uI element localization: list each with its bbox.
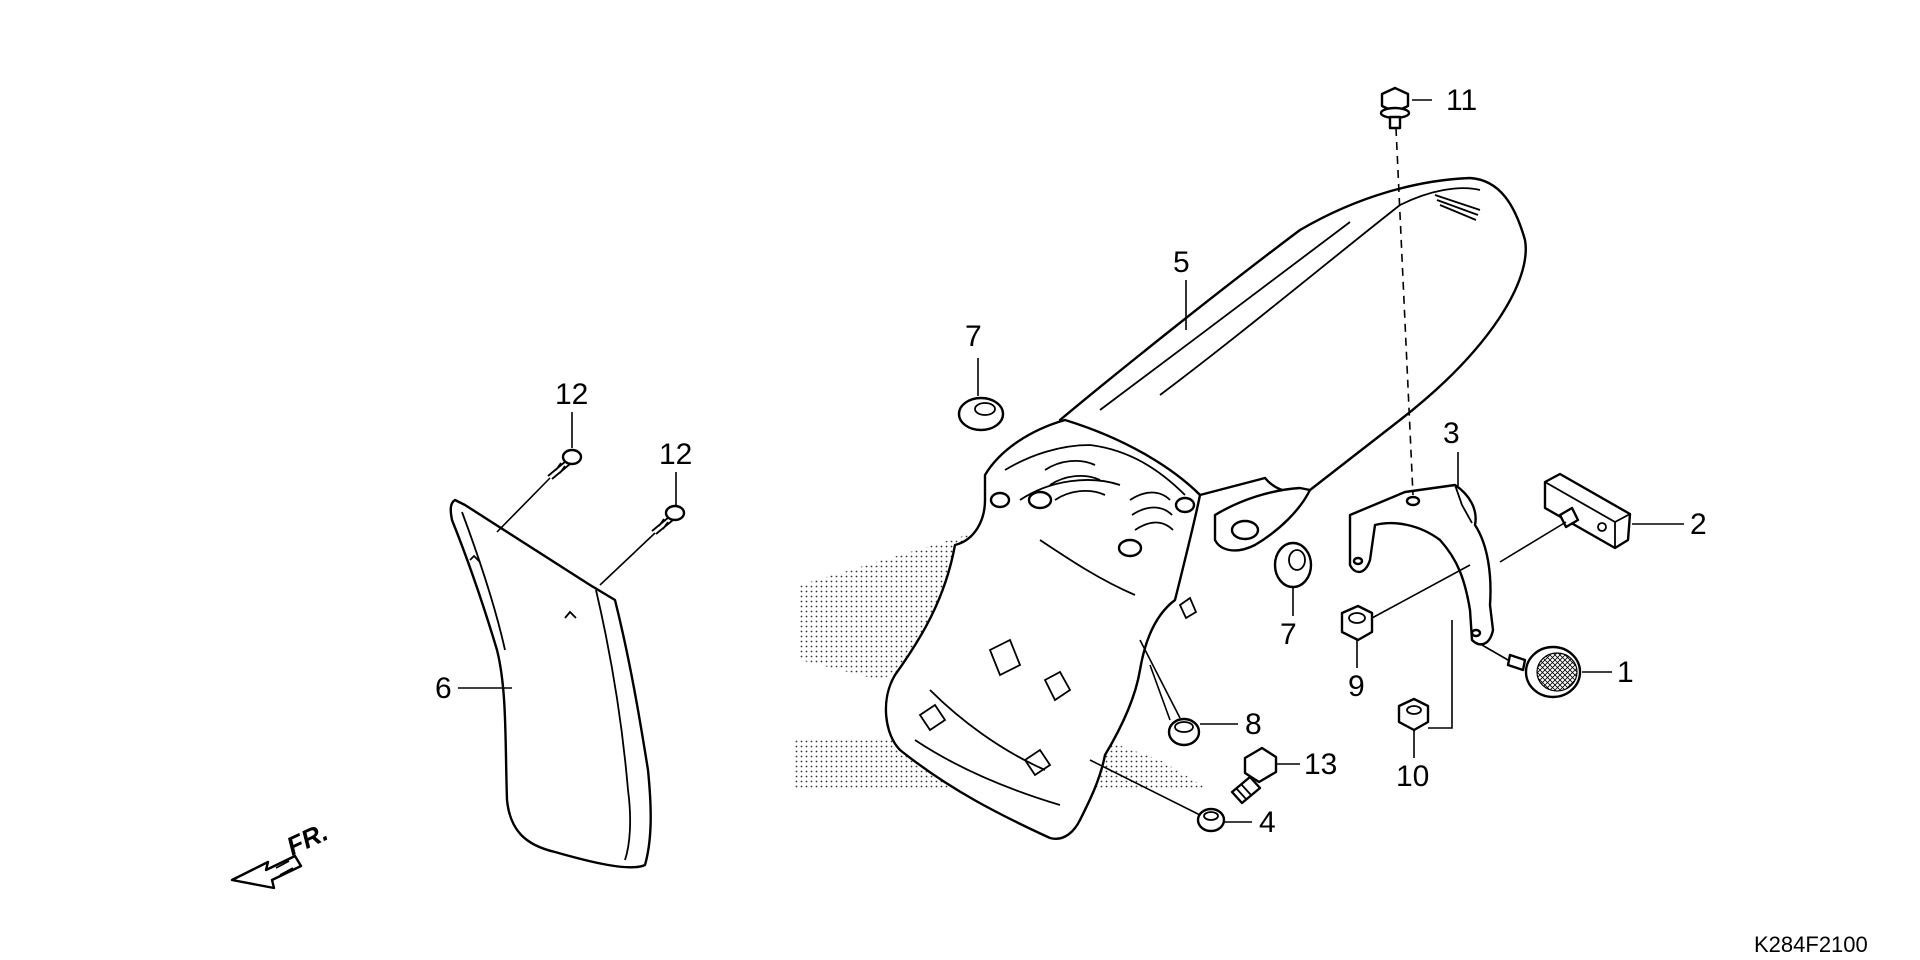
nut-icon[interactable] [1397,697,1430,732]
diagram-code: K284F2100 [1754,932,1868,957]
callout-labels: 11 5 7 12 12 3 2 6 7 1 9 8 13 10 4 [435,84,1707,839]
grommet-icon[interactable] [957,396,1005,432]
reflector-bracket-part[interactable] [1348,483,1495,646]
nut-icon[interactable] [1196,807,1226,833]
callout-8[interactable]: 8 [1245,708,1262,741]
callout-12[interactable]: 12 [555,378,588,411]
callout-6[interactable]: 6 [435,672,452,705]
callout-9[interactable]: 9 [1348,670,1365,703]
nut-icon[interactable] [1340,604,1374,642]
callout-5[interactable]: 5 [1173,246,1190,279]
tapping-screw-icon[interactable] [547,448,583,480]
bolt-icon[interactable] [1230,746,1278,805]
side-cover-part[interactable] [449,498,652,869]
callout-12[interactable]: 12 [659,438,692,471]
callout-10[interactable]: 10 [1396,760,1429,793]
grommet-icon[interactable] [1273,541,1313,589]
callout-1[interactable]: 1 [1617,656,1634,689]
callout-2[interactable]: 2 [1690,508,1707,541]
leader-lines [458,99,1684,823]
callout-13[interactable]: 13 [1304,748,1337,781]
bolt-icon[interactable] [1379,86,1411,130]
tapping-screw-icon[interactable] [651,504,686,535]
callout-7[interactable]: 7 [1280,618,1297,651]
callout-4[interactable]: 4 [1259,806,1276,839]
front-direction-arrow-icon [230,854,303,890]
reflector-icon[interactable] [1506,645,1582,699]
rear-fender-part[interactable] [884,176,1527,840]
reflector-plate-part[interactable] [1543,472,1632,550]
front-label: FR. [282,817,333,862]
nut-icon[interactable] [1167,717,1201,747]
callout-7[interactable]: 7 [965,320,982,353]
callout-3[interactable]: 3 [1443,417,1460,450]
callout-11[interactable]: 11 [1446,84,1477,117]
